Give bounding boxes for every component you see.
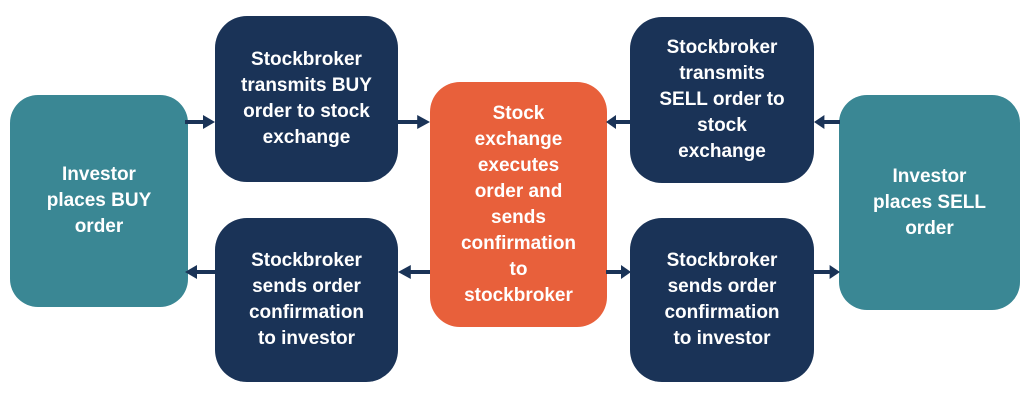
node-investor-places-sell-order: Investor places SELL order [839,95,1020,310]
arrow-right-icon [185,114,215,130]
arrow-left-icon [814,114,840,130]
node-investor-places-buy-order: Investor places BUY order [10,95,188,307]
node-stock-exchange-executes-order: Stock exchange executes order and sends … [430,82,607,327]
arrow-right-icon [398,114,430,130]
arrow-left-icon [398,264,430,280]
node-stockbroker-transmits-buy-order: Stockbroker transmits BUY order to stock… [215,16,398,182]
node-stockbroker-transmits-sell-order: Stockbroker transmits SELL order to stoc… [630,17,814,183]
arrow-left-icon [606,114,631,130]
arrow-left-icon [185,264,215,280]
node-stockbroker-sends-confirmation-sell-side: Stockbroker sends order confirmation to … [630,218,814,382]
arrow-right-icon [814,264,840,280]
node-stockbroker-sends-confirmation-buy-side: Stockbroker sends order confirmation to … [215,218,398,382]
arrow-right-icon [606,264,631,280]
